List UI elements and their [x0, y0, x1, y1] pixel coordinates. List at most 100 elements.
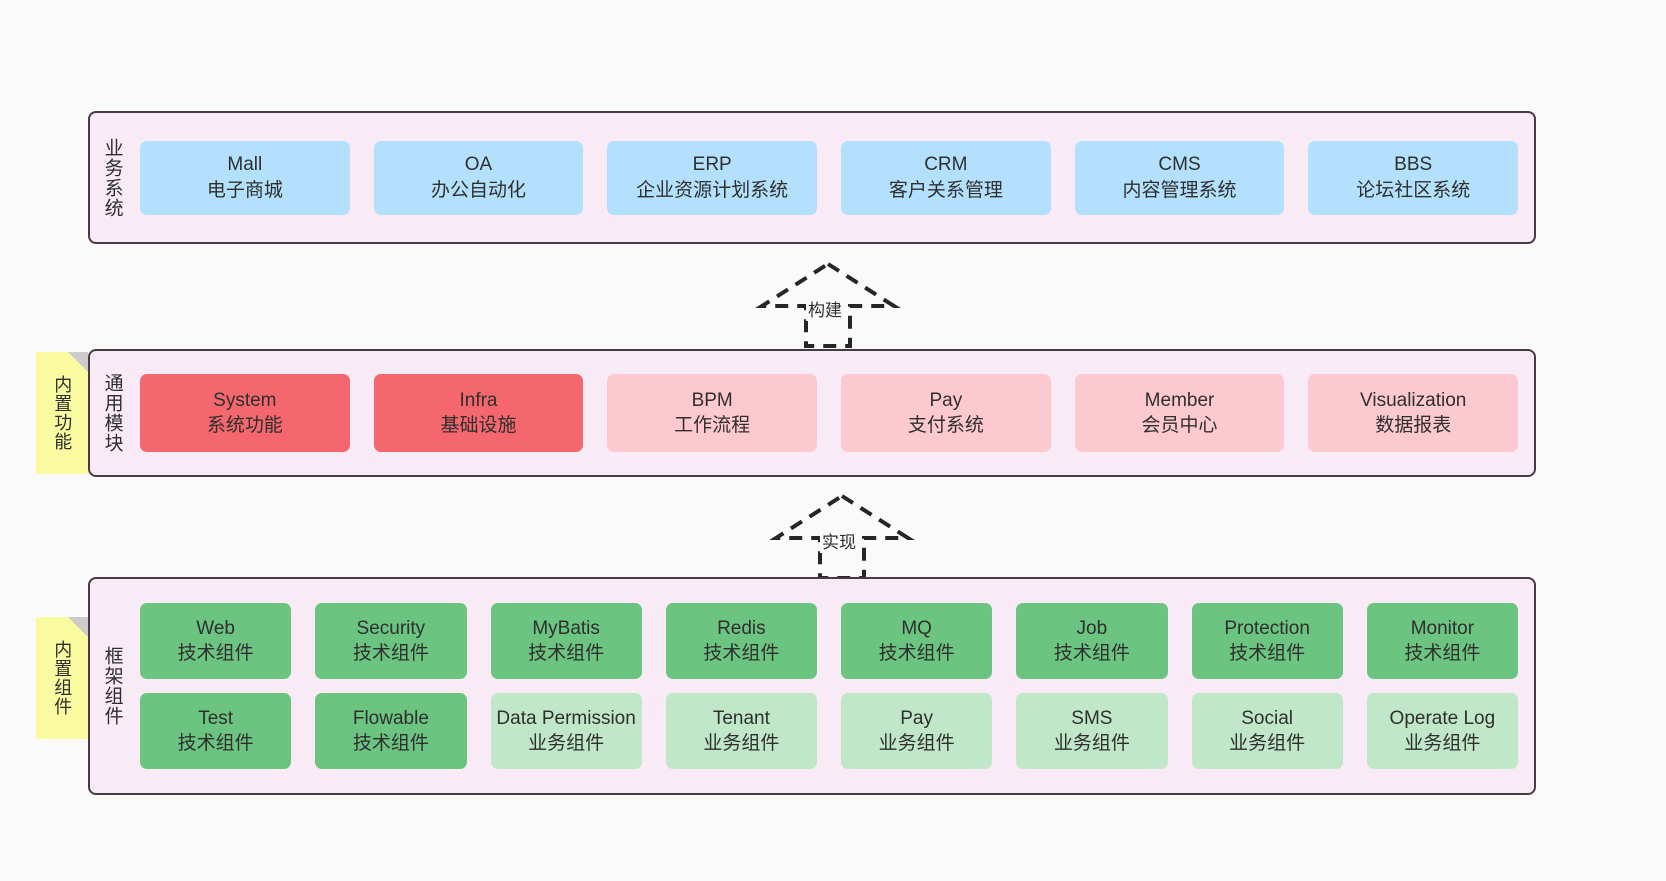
card-title: Pay [900, 707, 933, 729]
card-subtitle: 办公自动化 [431, 179, 527, 201]
card-subtitle: 技术组件 [703, 643, 780, 664]
card-row: Mall 电子商城 OA 办公自动化 ERP 企业资源计划系统 CRM 客户关系… [140, 140, 1519, 215]
card-infra[interactable]: Infra 基础设施 [373, 374, 584, 452]
layer-body-common: System 系统功能 Infra 基础设施 BPM 工作流程 Pay 支付系统… [134, 351, 1534, 475]
card-subtitle: 技术组件 [1053, 643, 1130, 664]
card-security[interactable]: Security 技术组件 [315, 603, 467, 679]
card-row-technical: Web 技术组件 Security 技术组件 MyBatis 技术组件 Redi… [140, 603, 1518, 679]
layer-body-frame: Web 技术组件 Security 技术组件 MyBatis 技术组件 Redi… [134, 579, 1534, 793]
card-subtitle: 企业资源计划系统 [636, 179, 789, 201]
layer-framework-components: 框架组件 Web 技术组件 Security 技术组件 MyBatis 技术组件… [88, 577, 1536, 795]
card-title: BPM [691, 389, 733, 411]
card-subtitle: 客户关系管理 [888, 179, 1003, 201]
card-title: SMS [1071, 707, 1113, 729]
card-flowable[interactable]: Flowable 技术组件 [315, 693, 467, 769]
card-title: Job [1076, 617, 1108, 639]
card-title: Tenant [712, 707, 770, 729]
card-title: Data Permission [496, 707, 636, 729]
layer-common-modules: 通用模块 System 系统功能 Infra 基础设施 BPM 工作流程 Pay… [88, 349, 1536, 477]
card-web[interactable]: Web 技术组件 [140, 603, 292, 679]
card-title: MyBatis [532, 617, 600, 639]
layer-body-business: Mall 电子商城 OA 办公自动化 ERP 企业资源计划系统 CRM 客户关系… [134, 113, 1534, 242]
card-subtitle: 技术组件 [1404, 643, 1481, 664]
card-title: Mall [227, 154, 263, 176]
card-tenant[interactable]: Tenant 业务组件 [665, 693, 817, 769]
card-visualization[interactable]: Visualization 数据报表 [1308, 374, 1519, 452]
card-title: Flowable [352, 707, 429, 729]
card-subtitle: 论坛社区系统 [1356, 179, 1471, 201]
card-subtitle: 技术组件 [352, 733, 429, 754]
connector-implement: 实现 [769, 490, 915, 582]
card-title: System [213, 389, 277, 411]
card-title: OA [464, 154, 493, 176]
layer-business-systems: 业务系统 Mall 电子商城 OA 办公自动化 ERP 企业资源计划系统 CRM… [88, 111, 1536, 244]
card-subtitle: 业务组件 [528, 733, 605, 754]
card-title: Social [1241, 707, 1293, 729]
card-bpm[interactable]: BPM 工作流程 [607, 374, 818, 452]
card-title: ERP [692, 154, 732, 176]
card-title: Infra [459, 389, 498, 411]
card-erp[interactable]: ERP 企业资源计划系统 [607, 140, 818, 215]
card-title: Web [196, 617, 235, 639]
card-subtitle: 支付系统 [907, 415, 984, 436]
card-title: Member [1144, 389, 1215, 411]
card-redis[interactable]: Redis 技术组件 [665, 603, 817, 679]
card-subtitle: 会员中心 [1141, 415, 1218, 436]
card-subtitle: 业务组件 [878, 733, 955, 754]
card-system[interactable]: System 系统功能 [140, 374, 350, 452]
dashed-generalization-arrow-icon [755, 261, 901, 348]
card-social[interactable]: Social 业务组件 [1191, 693, 1343, 769]
card-title: Redis [717, 617, 766, 639]
layer-title-frame: 框架组件 [101, 646, 123, 726]
note-builtin-functions: 内置功能 [36, 352, 88, 474]
note-label: 内置组件 [52, 640, 73, 716]
card-subtitle: 电子商城 [206, 179, 283, 201]
card-subtitle: 数据报表 [1375, 415, 1452, 436]
card-subtitle: 技术组件 [177, 733, 254, 754]
note-builtin-components: 内置组件 [36, 617, 88, 739]
card-title: CMS [1158, 154, 1201, 176]
card-mall[interactable]: Mall 电子商城 [140, 140, 350, 215]
card-subtitle: 技术组件 [1229, 643, 1306, 664]
card-subtitle: 技术组件 [528, 643, 605, 664]
card-bbs[interactable]: BBS 论坛社区系统 [1308, 140, 1519, 215]
card-subtitle: 业务组件 [703, 733, 780, 754]
layer-title-common: 通用模块 [101, 373, 123, 453]
card-subtitle: 工作流程 [674, 415, 751, 436]
card-crm[interactable]: CRM 客户关系管理 [841, 140, 1051, 215]
card-title: BBS [1394, 154, 1433, 176]
card-subtitle: 技术组件 [352, 643, 429, 664]
card-subtitle: 系统功能 [206, 415, 283, 436]
connector-label: 构建 [806, 296, 844, 321]
card-subtitle: 业务组件 [1229, 733, 1306, 754]
card-row: System 系统功能 Infra 基础设施 BPM 工作流程 Pay 支付系统… [140, 374, 1519, 452]
card-protection[interactable]: Protection 技术组件 [1191, 603, 1343, 679]
card-monitor[interactable]: Monitor 技术组件 [1366, 603, 1518, 679]
card-mq[interactable]: MQ 技术组件 [841, 603, 993, 679]
card-pay[interactable]: Pay 支付系统 [841, 374, 1051, 452]
card-mybatis[interactable]: MyBatis 技术组件 [490, 603, 642, 679]
card-test[interactable]: Test 技术组件 [140, 693, 292, 769]
card-pay-business[interactable]: Pay 业务组件 [841, 693, 993, 769]
card-row-business: Test 技术组件 Flowable 技术组件 Data Permission … [140, 693, 1518, 769]
card-subtitle: 技术组件 [177, 643, 254, 664]
card-job[interactable]: Job 技术组件 [1016, 603, 1168, 679]
card-title: Security [356, 617, 426, 639]
note-label: 内置功能 [52, 375, 73, 451]
card-operate-log[interactable]: Operate Log 业务组件 [1366, 693, 1518, 769]
card-oa[interactable]: OA 办公自动化 [373, 140, 584, 215]
connector-build: 构建 [755, 258, 901, 350]
card-data-permission[interactable]: Data Permission 业务组件 [490, 693, 642, 769]
card-title: Pay [929, 389, 963, 411]
connector-label: 实现 [820, 528, 858, 553]
card-sms[interactable]: SMS 业务组件 [1016, 693, 1168, 769]
card-subtitle: 技术组件 [878, 643, 955, 664]
card-title: Monitor [1410, 617, 1475, 639]
card-title: MQ [901, 617, 932, 639]
card-title: Operate Log [1389, 707, 1496, 729]
card-title: CRM [924, 154, 968, 176]
card-subtitle: 业务组件 [1053, 733, 1130, 754]
card-cms[interactable]: CMS 内容管理系统 [1074, 140, 1285, 215]
card-title: Visualization [1360, 389, 1467, 411]
card-member[interactable]: Member 会员中心 [1074, 374, 1285, 452]
